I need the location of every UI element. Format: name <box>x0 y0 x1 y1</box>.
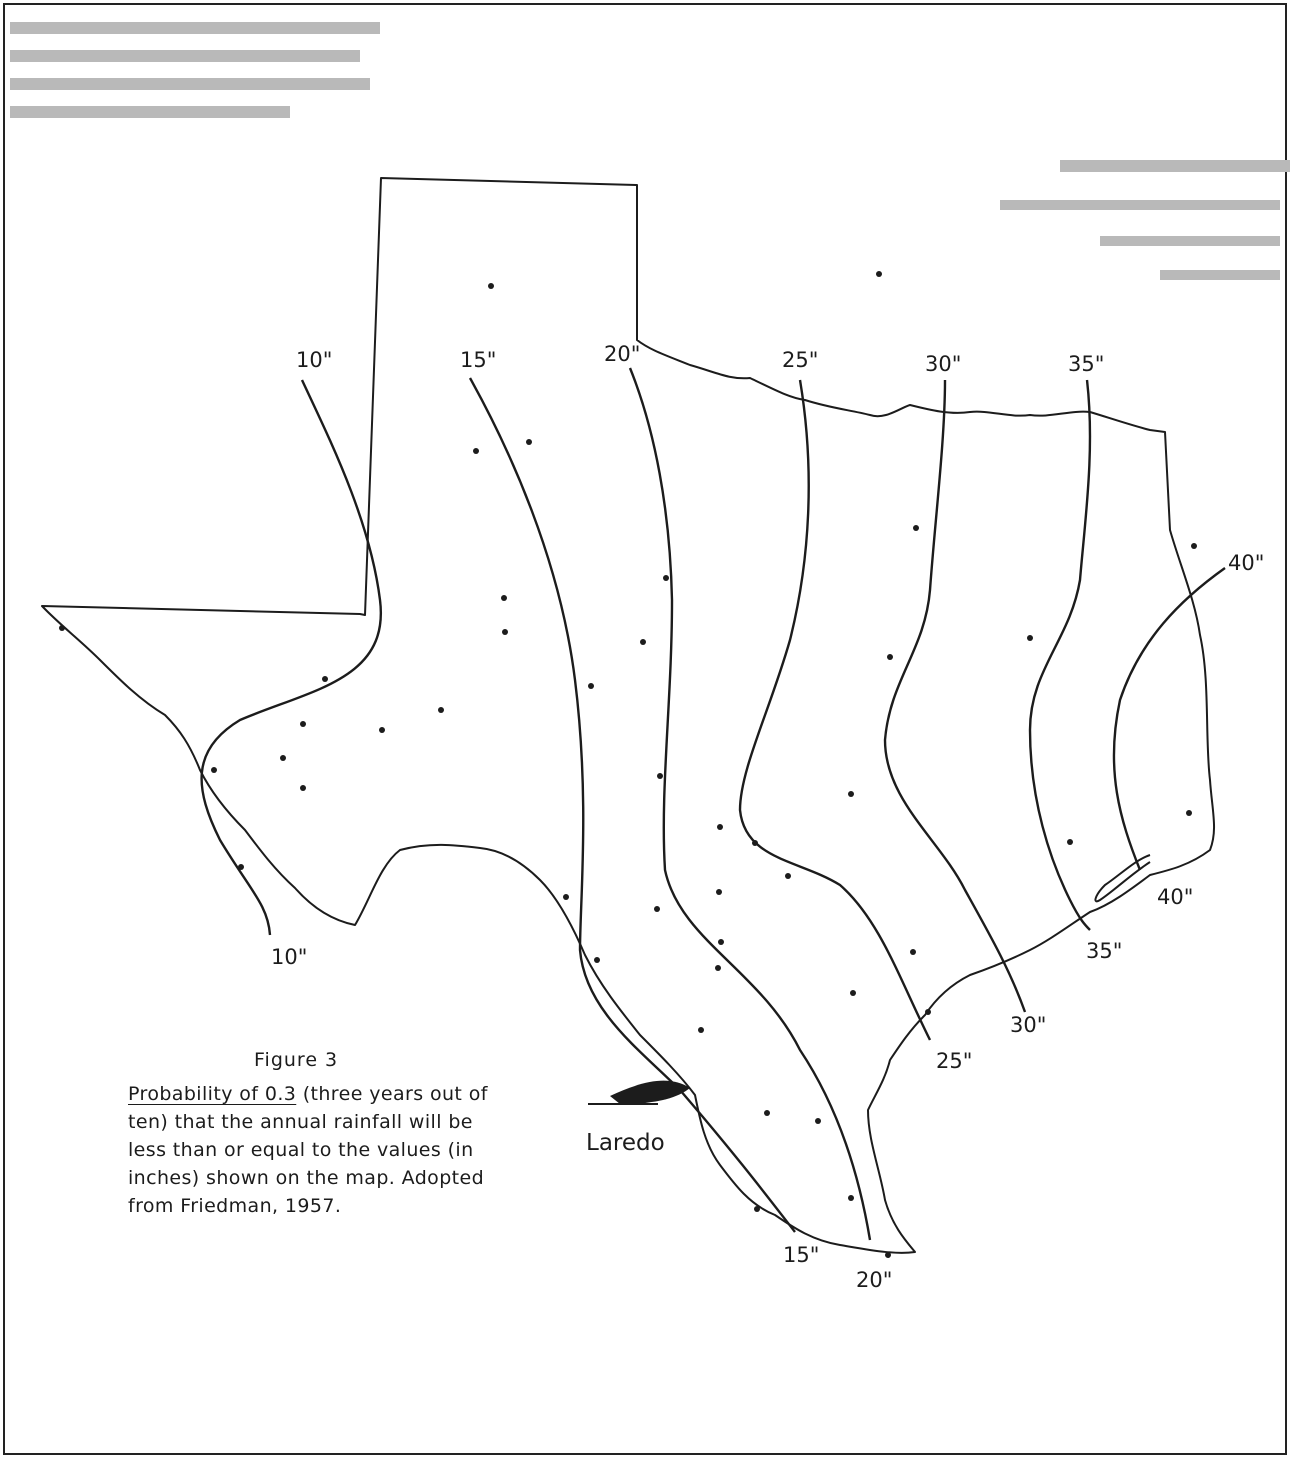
label-10-top: 10" <box>296 348 332 372</box>
label-15-top: 15" <box>460 348 496 372</box>
label-15-bottom: 15" <box>783 1243 819 1267</box>
isohyet-15 <box>468 377 796 1233</box>
page-border <box>3 3 1287 1455</box>
galveston-bay <box>1094 854 1151 903</box>
isohyet-lines <box>200 367 1226 1241</box>
isohyet-25 <box>738 379 932 1041</box>
isohyet-labels: 10" 10" 15" 15" 20" 20" 25" 25" 30" 30" … <box>271 342 1264 1292</box>
figure-label: Figure 3 <box>254 1049 339 1071</box>
caption-probability: Probability of 0.3 <box>128 1083 297 1105</box>
caption-text: (three years out of ten) that the annual… <box>128 1083 488 1217</box>
isohyet-30 <box>883 379 1027 1013</box>
label-40-bottom: 40" <box>1157 885 1193 909</box>
station-points <box>59 271 1197 1258</box>
label-25-bottom: 25" <box>936 1049 972 1073</box>
isohyet-20 <box>628 367 872 1241</box>
label-35-bottom: 35" <box>1086 939 1122 963</box>
laredo-marker <box>588 1080 690 1105</box>
label-30-bottom: 30" <box>1010 1013 1046 1037</box>
isohyet-40 <box>1112 567 1226 871</box>
city-label-laredo: Laredo <box>586 1130 665 1156</box>
label-40-top: 40" <box>1228 551 1264 575</box>
figure-caption: Figure 3 Probability of 0.3 (three years… <box>128 1046 508 1220</box>
texas-outline <box>41 177 1215 1254</box>
label-35-top: 35" <box>1068 352 1104 376</box>
label-20-top: 20" <box>604 342 640 366</box>
label-20-bottom: 20" <box>856 1268 892 1292</box>
label-25-top: 25" <box>782 348 818 372</box>
label-30-top: 30" <box>925 352 961 376</box>
label-10-bottom: 10" <box>271 945 307 969</box>
isohyet-35 <box>1028 379 1092 931</box>
isohyet-10 <box>200 379 383 936</box>
